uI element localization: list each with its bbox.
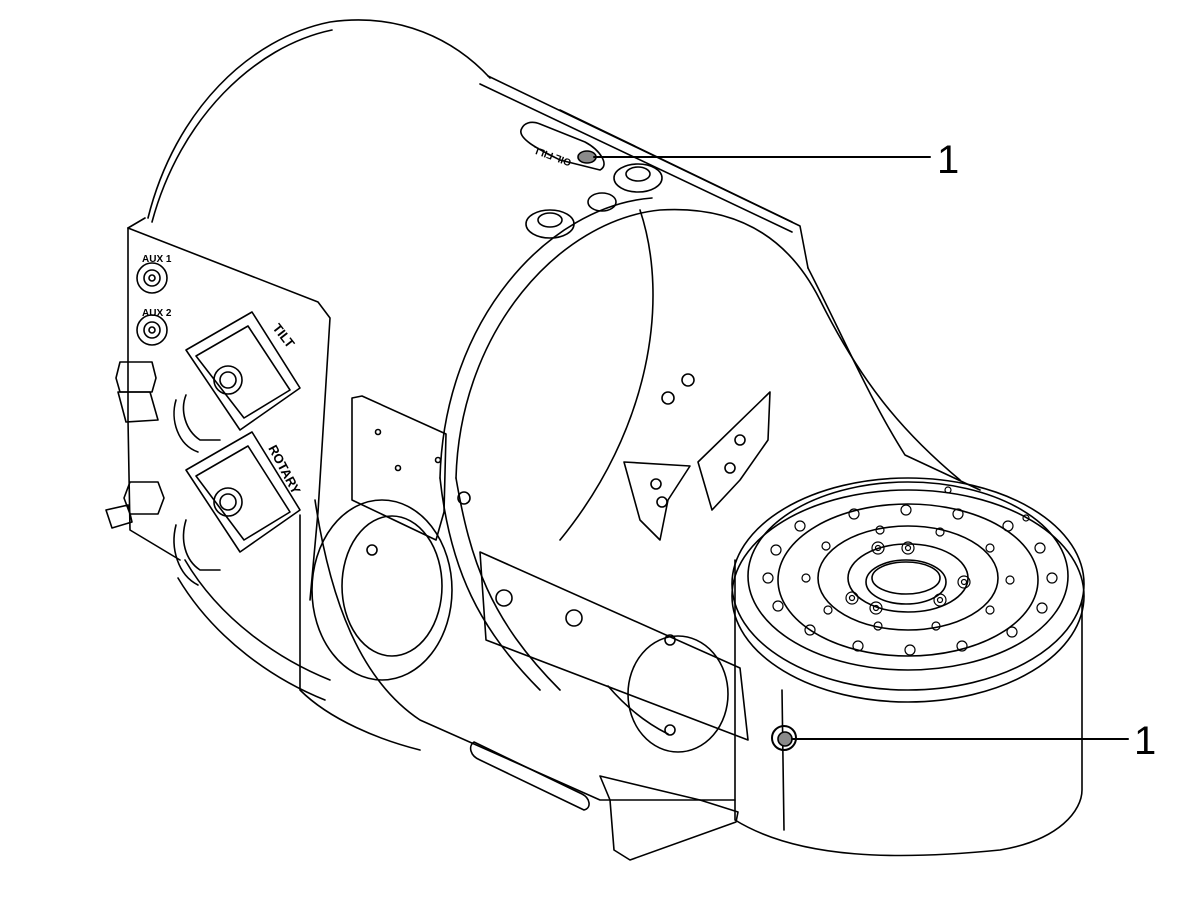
lower-rail [469, 551, 749, 861]
top-port [587, 192, 617, 212]
callout-1-top: 1 [593, 138, 959, 182]
face-screw-1 [661, 391, 675, 405]
top-cap-2 [525, 209, 575, 239]
oil-fill-area: OIL FILL [520, 121, 663, 239]
trunnion-arc [439, 197, 961, 691]
aux-1-label: AUX 1 [142, 254, 172, 265]
clamp-brackets [623, 391, 771, 541]
callout-label-top: 1 [937, 138, 959, 182]
tilt-connector [173, 311, 301, 453]
left-opening [311, 395, 453, 681]
pipe-fitting-upper [115, 361, 159, 423]
platter-bolt-holes [762, 486, 1058, 656]
main-body [147, 19, 981, 801]
aux-2-label: AUX 2 [142, 308, 172, 319]
face-screw-2 [681, 373, 695, 387]
callout-1-bottom: 1 [791, 719, 1156, 763]
rotary-side-plug [777, 731, 793, 747]
slot [469, 741, 590, 811]
face-screw-3 [457, 491, 471, 505]
aux-1-fitting [136, 262, 168, 294]
rotary-label: ROTARY [265, 442, 303, 497]
rotary-platter [731, 477, 1085, 857]
top-cap-1 [613, 163, 663, 193]
connector-panel: AUX 1 AUX 2 TILT ROTARY [105, 217, 331, 601]
rotary-connector [173, 431, 301, 586]
callout-label-bottom: 1 [1134, 719, 1156, 763]
pipe-fitting-lower [105, 481, 165, 529]
oil-fill-label: OIL FILL [531, 143, 573, 167]
aux-2-fitting [136, 314, 168, 346]
